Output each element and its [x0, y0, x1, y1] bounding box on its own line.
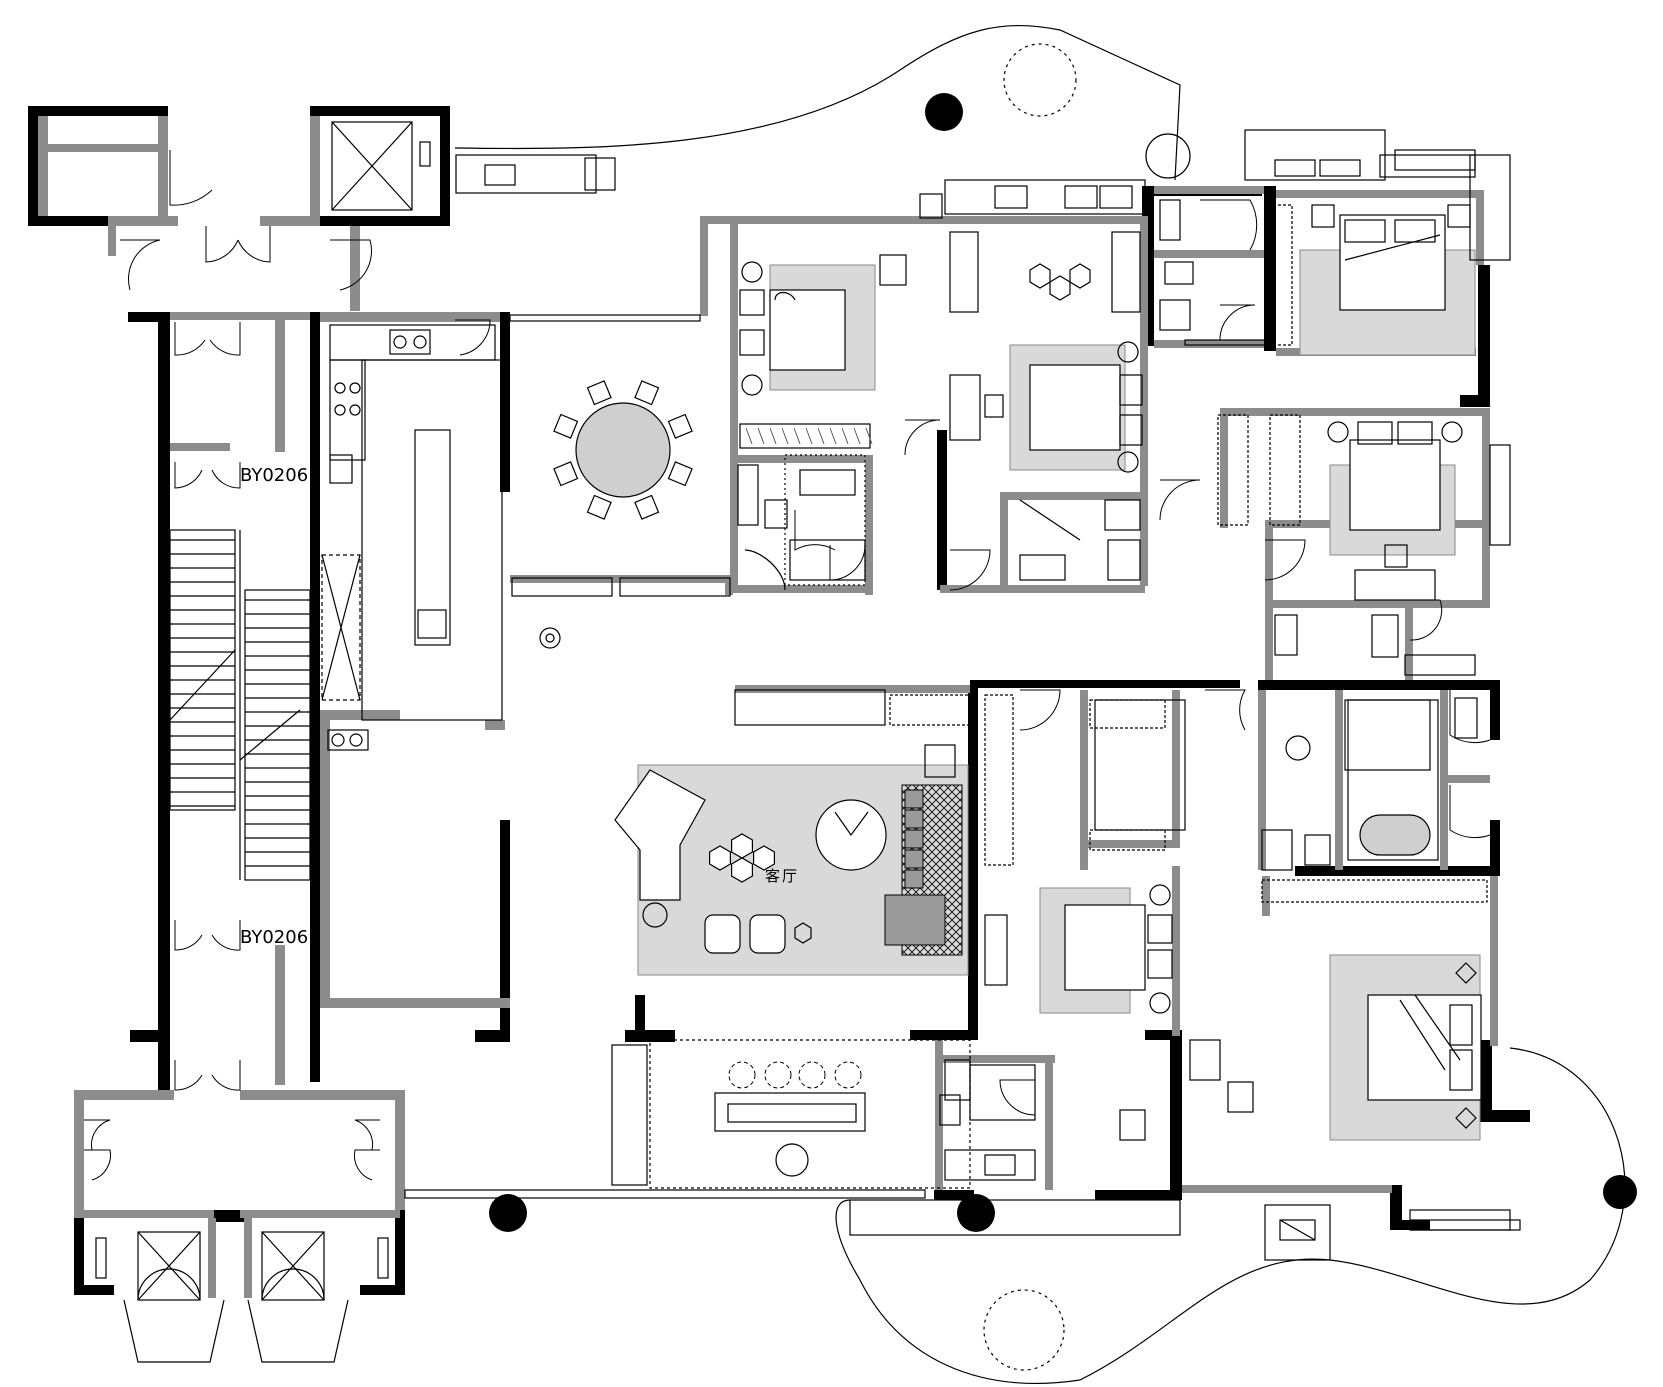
- hanger: [781, 427, 789, 445]
- elevator-top: [331, 121, 431, 211]
- stool: [834, 1061, 862, 1089]
- stool: [798, 1061, 826, 1089]
- elevator-bottom-right: [247, 1231, 349, 1363]
- dining-area: [511, 380, 731, 649]
- bedroom-four: [984, 694, 1186, 1014]
- hanger: [817, 427, 825, 445]
- doors: [84, 150, 1491, 1181]
- dining-chair: [667, 461, 693, 487]
- hanger: [745, 427, 753, 445]
- hanger: [853, 427, 861, 445]
- room-tag-lower: BY0206: [240, 927, 308, 948]
- dining-chair: [553, 413, 579, 439]
- stairs: [169, 529, 311, 881]
- kitchen: [321, 324, 503, 751]
- hanger: [769, 427, 777, 445]
- bedroom-five: [1189, 879, 1511, 1261]
- room-tags: BY0206 BY0206: [240, 465, 308, 948]
- sofa-cushion: [904, 869, 924, 889]
- sofa-cushion: [904, 829, 924, 849]
- hanger: [805, 427, 813, 445]
- stool: [728, 1061, 756, 1089]
- exterior-walls: [28, 106, 1530, 1295]
- dining-chair: [586, 494, 612, 520]
- top-right-bath: [1159, 199, 1266, 346]
- hanger: [829, 427, 837, 445]
- dining-chair: [667, 413, 693, 439]
- hanger: [841, 427, 849, 445]
- bedroom-three: [1217, 414, 1511, 601]
- sofa-cushion: [904, 789, 924, 809]
- room-tag-upper: BY0206: [240, 465, 308, 486]
- glazing: [404, 149, 1521, 1236]
- elevator-bottom-left: [123, 1231, 225, 1363]
- dining-chair: [634, 380, 660, 406]
- bedroom-two: [949, 231, 1143, 581]
- coffee-table-hex: [730, 833, 754, 859]
- coffee-table-hex: [752, 845, 776, 871]
- master-bedroom-top: [1244, 129, 1511, 356]
- coffee-table-hex: [730, 857, 754, 883]
- columns: [489, 93, 1637, 1232]
- dining-chair: [586, 380, 612, 406]
- small-windows: [95, 1237, 389, 1279]
- interior-partitions: [38, 116, 1498, 1298]
- coffee-table-hex: [708, 845, 732, 871]
- bath-mid-right: [1261, 614, 1478, 871]
- living-room: 客厅: [614, 744, 969, 976]
- garden-outline: [454, 25, 1626, 1384]
- study: [611, 689, 971, 1189]
- dining-chair: [553, 461, 579, 487]
- living-room-label: 客厅: [765, 867, 799, 885]
- bedroom-one: [737, 254, 907, 591]
- hanger: [865, 427, 873, 445]
- sofa-cushion: [904, 809, 924, 829]
- sofa-cushion: [904, 849, 924, 869]
- hanger: [793, 427, 801, 445]
- stool: [764, 1061, 792, 1089]
- bath-bottom: [939, 1059, 1146, 1181]
- top-counter: [455, 154, 1146, 219]
- dining-chair: [634, 494, 660, 520]
- hanger: [757, 427, 765, 445]
